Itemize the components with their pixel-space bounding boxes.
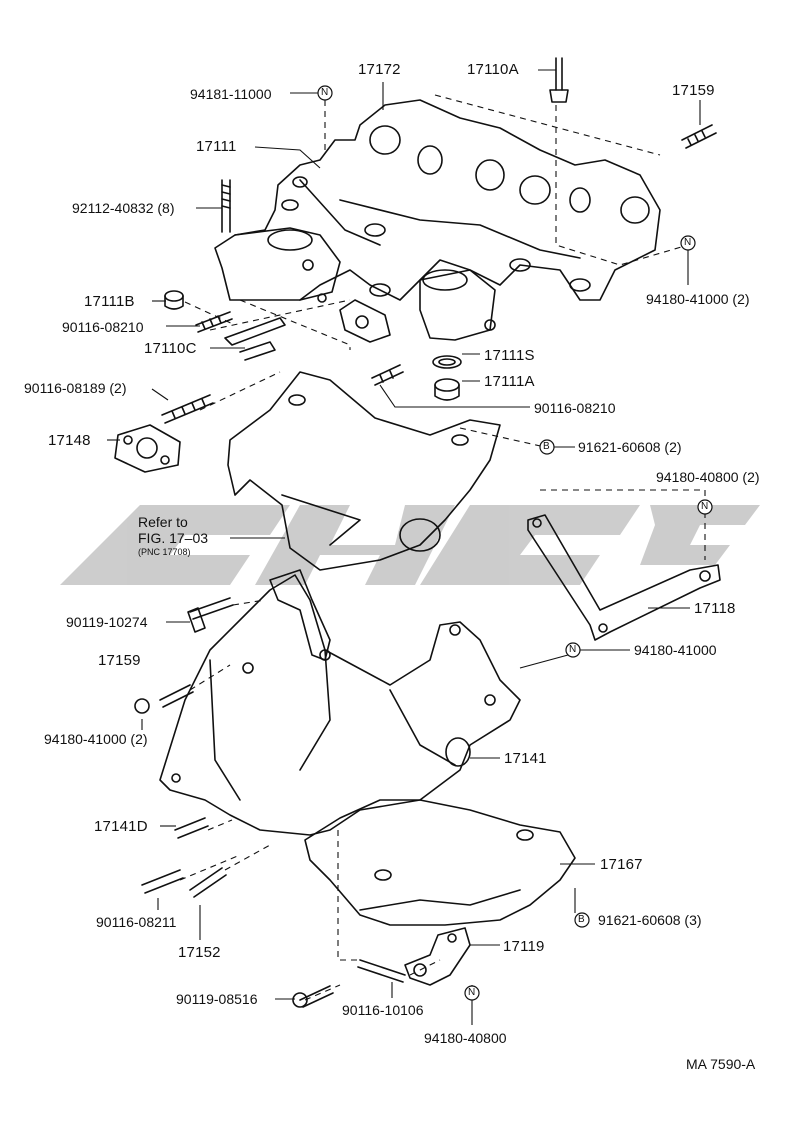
part-label-17152[interactable]: 17152	[178, 944, 221, 961]
part-label-17111[interactable]: 17111	[196, 138, 237, 155]
callout-n-4: N	[569, 644, 577, 655]
part-label-17119[interactable]: 17119	[503, 938, 545, 955]
part-label-17159-left[interactable]: 17159	[98, 652, 141, 669]
part-label-17172[interactable]: 17172	[358, 61, 401, 78]
part-label-90116-08211[interactable]: 90116-08211	[96, 914, 177, 930]
intake-manifold	[214, 99, 661, 343]
reference-pnc: (PNC 17708)	[138, 547, 191, 557]
heat-insulator-upper	[227, 371, 501, 571]
part-label-90119-10274[interactable]: 90119-10274	[66, 614, 148, 630]
part-label-94180-41000-2-top[interactable]: 94180-41000 (2)	[646, 291, 750, 307]
part-label-17141d[interactable]: 17141D	[94, 818, 148, 835]
part-label-91621-60608-3[interactable]: 91621-60608 (3)	[598, 912, 702, 928]
callout-b-1: B	[543, 441, 550, 452]
reference-figure-link[interactable]: FIG. 17–03	[138, 530, 209, 546]
diagram-id: MA 7590-A	[686, 1056, 756, 1072]
part-label-17141[interactable]: 17141	[504, 750, 547, 767]
callout-n-3: N	[701, 501, 709, 512]
part-label-92112-40832[interactable]: 92112-40832 (8)	[72, 200, 175, 216]
callout-n-5: N	[468, 987, 476, 998]
part-label-17111s[interactable]: 17111S	[484, 347, 535, 364]
part-label-94181-11000[interactable]: 94181-11000	[190, 86, 272, 102]
callout-n-2: N	[684, 237, 692, 248]
part-label-17167[interactable]: 17167	[600, 856, 643, 873]
callout-n-1: N	[321, 87, 329, 98]
part-label-90116-08189[interactable]: 90116-08189 (2)	[24, 380, 127, 396]
part-label-94180-40800[interactable]: 94180-40800	[424, 1030, 507, 1046]
manifold-stay-17118	[527, 514, 721, 641]
part-label-17111b[interactable]: 17111B	[84, 293, 135, 310]
heat-insulator-lower-17167	[304, 799, 576, 926]
studs-top	[161, 57, 717, 424]
part-label-17148[interactable]: 17148	[48, 432, 91, 449]
small-parts-cluster	[164, 290, 462, 401]
part-label-17111a[interactable]: 17111A	[484, 373, 535, 390]
part-label-90116-08210-mid[interactable]: 90116-08210	[534, 400, 616, 416]
studs-bottom	[134, 597, 406, 1008]
reference-line-1: Refer to	[138, 514, 188, 530]
part-label-94180-41000-right[interactable]: 94180-41000	[634, 642, 717, 658]
part-label-17159-top[interactable]: 17159	[672, 82, 715, 99]
part-label-90119-08516[interactable]: 90119-08516	[176, 991, 258, 1007]
part-label-17118[interactable]: 17118	[694, 600, 736, 617]
dashed-assembly-lines	[179, 94, 706, 1001]
part-label-90116-10106[interactable]: 90116-10106	[342, 1002, 424, 1018]
part-label-90116-08210-left[interactable]: 90116-08210	[62, 319, 144, 335]
part-label-17110c[interactable]: 17110C	[144, 340, 197, 357]
part-label-17110a[interactable]: 17110A	[467, 61, 519, 78]
callout-b-2: B	[578, 914, 585, 925]
gasket-17148	[114, 424, 181, 473]
part-label-94180-40800-2[interactable]: 94180-40800 (2)	[656, 469, 760, 485]
part-label-94180-41000-2-left[interactable]: 94180-41000 (2)	[44, 731, 148, 747]
exhaust-manifold-17141	[159, 569, 521, 836]
bracket-17119	[404, 927, 471, 986]
part-label-91621-60608-2[interactable]: 91621-60608 (2)	[578, 439, 682, 455]
callout-circles	[317, 85, 713, 1001]
leader-lines	[107, 69, 701, 1025]
